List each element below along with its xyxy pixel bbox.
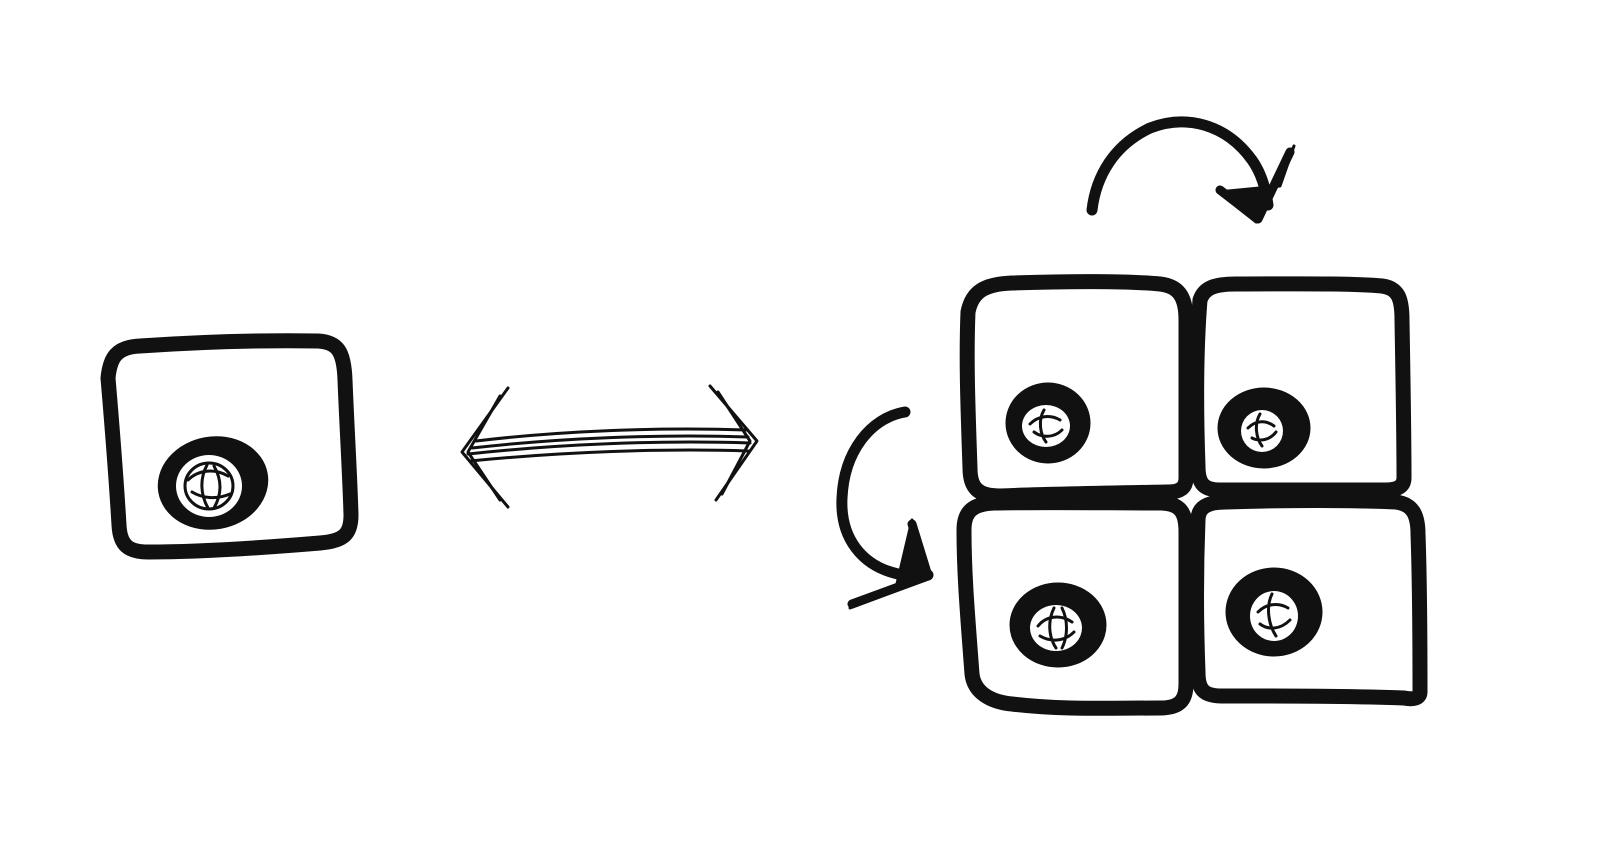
grid-tile-bottom-right bbox=[1189, 493, 1428, 707]
double-headed-arrow-icon bbox=[460, 384, 759, 509]
globe-icon bbox=[1225, 567, 1323, 657]
grid-tile-top-left bbox=[959, 274, 1194, 504]
grid-tile-bottom-left bbox=[956, 495, 1194, 716]
globe-icon bbox=[1217, 387, 1311, 469]
globe-icon bbox=[1005, 382, 1091, 464]
single-tile bbox=[100, 333, 359, 560]
globe-icon bbox=[1009, 582, 1107, 668]
grid-tile-top-right bbox=[1189, 276, 1412, 498]
curved-arrow-down-icon bbox=[836, 406, 934, 610]
tile-grid bbox=[956, 274, 1428, 716]
globe-icon bbox=[157, 436, 269, 530]
curved-arrow-right-icon bbox=[1086, 116, 1296, 224]
